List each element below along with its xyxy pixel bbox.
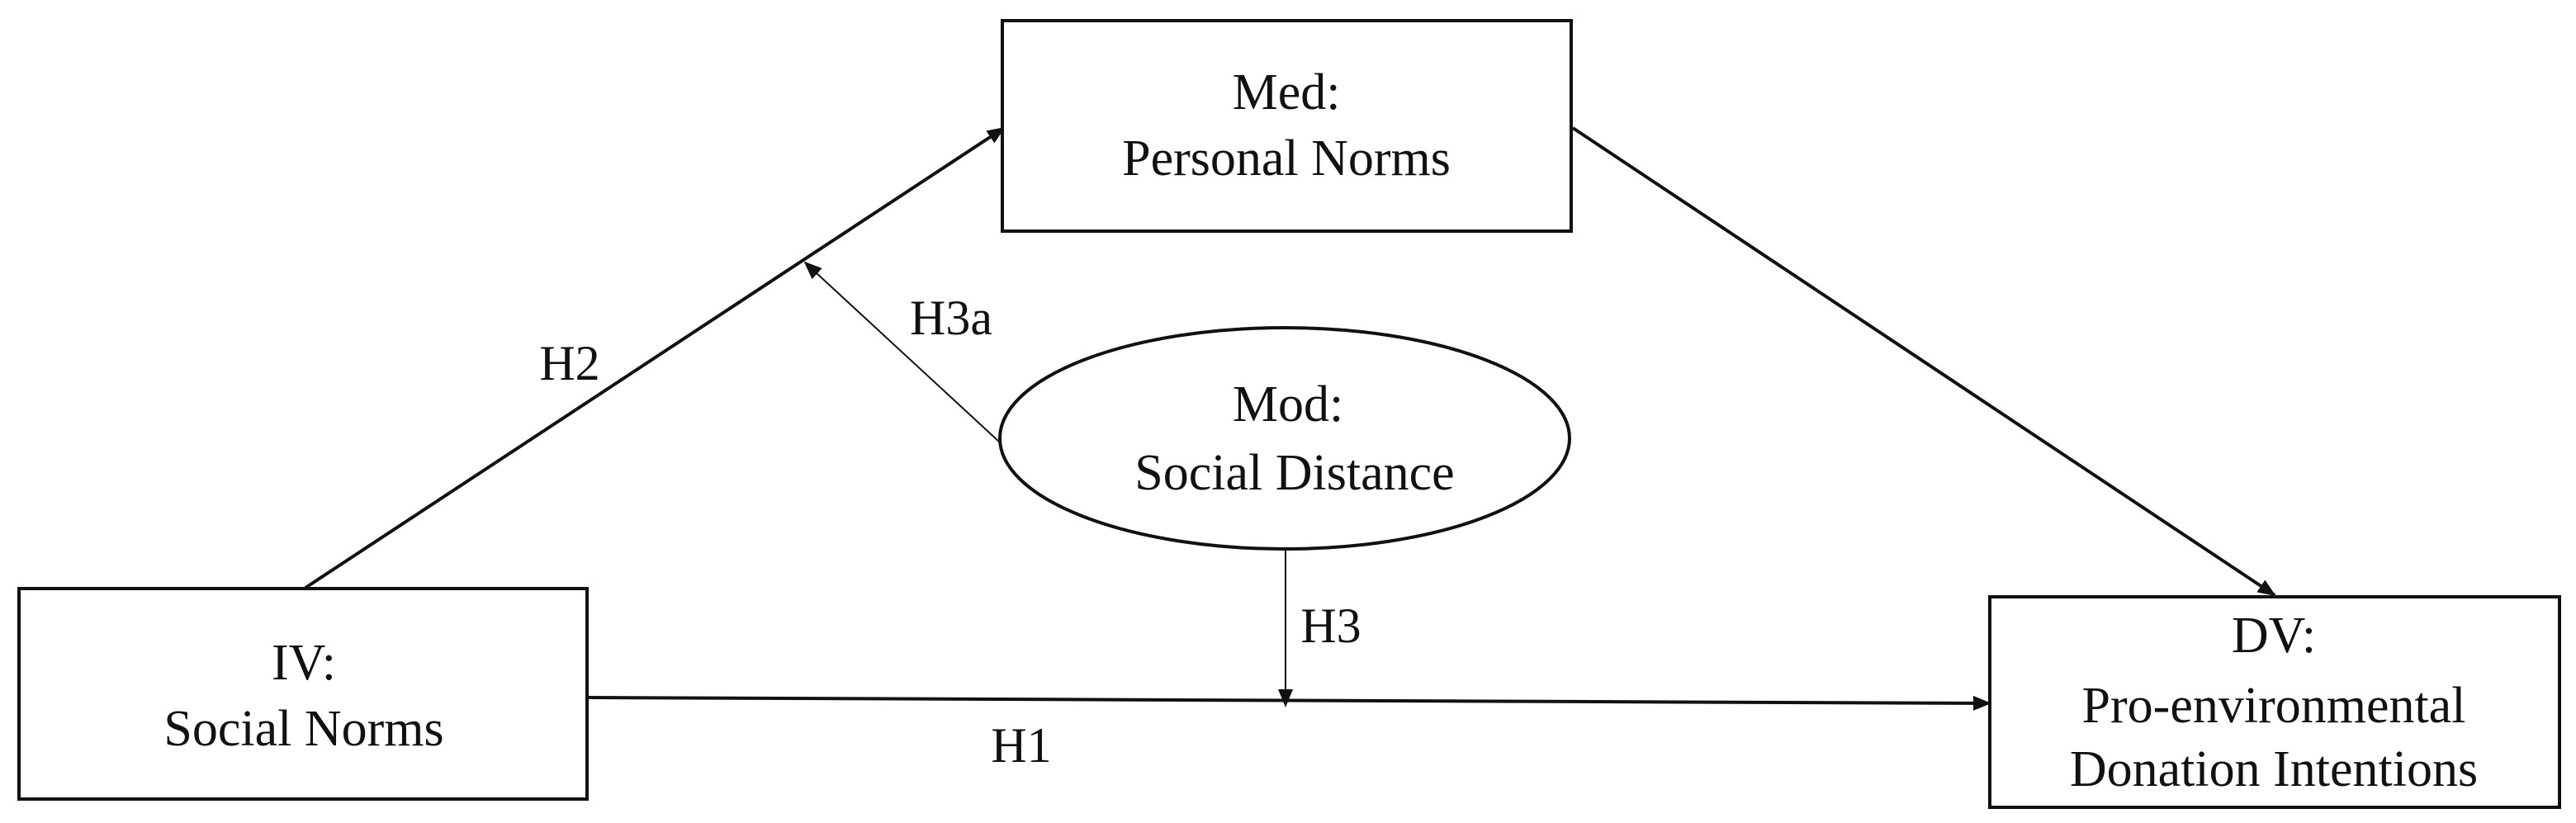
moderator-node: Mod: Social Distance — [998, 326, 1571, 551]
iv-construct-label: Social Norms — [163, 701, 443, 757]
mediator-node: Med: Personal Norms — [1001, 19, 1573, 233]
edge-label-h2: H2 — [539, 336, 599, 390]
edge-med-to-dv — [1571, 126, 2276, 597]
dv-construct-label-line2: Donation Intentions — [2070, 741, 2478, 797]
edge-h1-iv-to-dv — [587, 695, 1991, 711]
moderator-role-label: Mod: — [1233, 376, 1343, 433]
moderator-construct-label: Social Distance — [1134, 445, 1454, 501]
dv-construct-label-line1: Pro-environmental — [2082, 678, 2466, 734]
edge-label-h1: H1 — [991, 718, 1051, 773]
dv-role-label: DV: — [2232, 608, 2316, 664]
edge-h3a-mod-to-h2 — [803, 261, 1000, 442]
mediator-construct-label: Personal Norms — [1122, 130, 1451, 187]
mediator-role-label: Med: — [1233, 64, 1341, 121]
edge-label-h3a: H3a — [910, 291, 992, 345]
independent-variable-node: IV: Social Norms — [17, 587, 589, 801]
dependent-variable-node: DV: Pro-environmental Donation Intention… — [1988, 595, 2561, 809]
edge-h2-iv-to-med — [304, 126, 1006, 589]
edge-label-h3: H3 — [1300, 598, 1361, 653]
iv-role-label: IV: — [272, 635, 336, 691]
